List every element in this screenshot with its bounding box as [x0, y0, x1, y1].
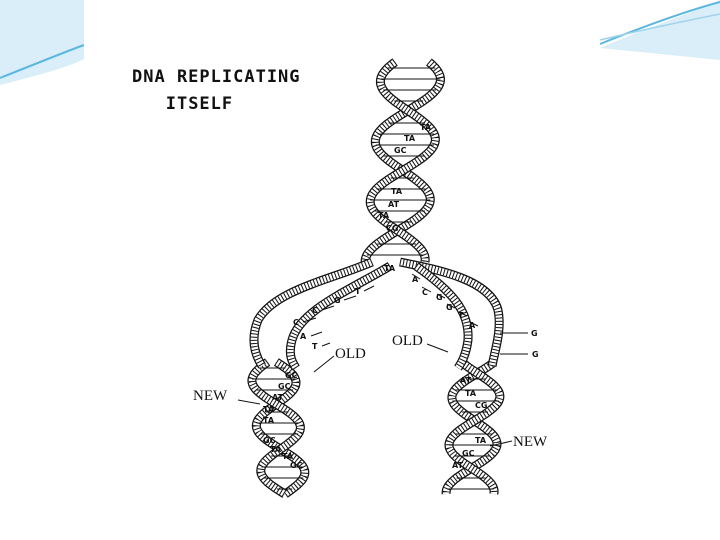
parent-pair-labels: TA TA GC TA AT TA CG TA: [378, 123, 432, 273]
right-daughter-pair-label: TA: [465, 389, 477, 398]
right-fork-base: C: [422, 288, 428, 297]
left-fork-base: C: [293, 318, 299, 327]
right-daughter-pair-label: AT: [452, 461, 464, 470]
base-leader-tick: [363, 285, 375, 292]
base-leader-tick: [321, 342, 331, 347]
left-daughter-pair-label: TA: [263, 416, 275, 425]
left-fork-base: A: [300, 332, 307, 341]
title-line-2: ITSELF: [165, 94, 234, 114]
parent-pair-label: TA: [404, 134, 416, 143]
right-fork-base: G: [436, 293, 443, 302]
right-fork-base: A: [469, 321, 476, 330]
right-fork-bases: A C G G T A G G: [412, 275, 539, 359]
parent-pair-label: GC: [394, 146, 407, 155]
right-daughter-pair-label: GC: [462, 449, 475, 458]
right-daughter-pair-label: CG: [475, 401, 487, 410]
right-daughter-pair-labels: AT TA CG TA GC AT: [452, 376, 487, 470]
base-leader-tick: [343, 295, 357, 301]
diagram-title: DNA REPLICATING ITSELF: [132, 64, 301, 118]
right-daughter-pair-label: TA: [475, 436, 487, 445]
parent-pair-label: CG: [386, 224, 398, 233]
right-fork-base: T: [458, 311, 464, 320]
left-fork-base: T: [355, 287, 361, 296]
old-right-leader: [426, 343, 449, 353]
base-pair-rungs: [252, 67, 528, 490]
dna-figure-panel: [84, 0, 600, 497]
base-leader-tick: [411, 273, 421, 280]
top-right-swoosh-line: [599, 1, 720, 45]
right-daughter-pair-label: AT: [460, 376, 472, 385]
left-daughter-pair-label: TA: [263, 405, 275, 414]
left-daughter-pair-label: TA: [270, 445, 282, 454]
parent-helix: [360, 58, 446, 263]
old-left-leader: [313, 355, 335, 373]
new-left-leader: [237, 399, 261, 405]
strand-labels: OLD OLD NEW NEW: [193, 333, 548, 450]
base-leader-tick: [421, 286, 432, 293]
left-daughter-helix: [247, 358, 310, 498]
strand-hatching: [445, 359, 504, 495]
helix-ribbons: [247, 58, 505, 498]
parent-pair-label: TA: [420, 123, 432, 132]
strand-hatching: [442, 359, 501, 495]
right-daughter-helix: [441, 358, 505, 495]
left-fork-base: G: [334, 296, 341, 305]
left-daughter-pair-labels: GC GC AT TA TA GC TA TA GC: [263, 371, 303, 470]
fork-strand-hatching: [250, 259, 374, 368]
base-leader-tick: [302, 317, 317, 323]
left-fork-base: C: [312, 306, 318, 315]
top-left-swoosh-line: [0, 44, 85, 79]
left-daughter-pair-label: GC: [278, 382, 291, 391]
left-daughter-pair-label: GC: [290, 461, 303, 470]
new-right-leader: [489, 440, 513, 447]
parent-pair-label: TA: [378, 211, 390, 220]
base-leader-tick: [469, 321, 479, 327]
strand-hatching: [248, 359, 304, 497]
left-fork-bases: T G C C A T: [293, 287, 361, 351]
right-fork-base: G: [446, 303, 453, 312]
parent-pair-label: AT: [388, 200, 400, 209]
left-daughter-pair-label: GC: [263, 436, 276, 445]
new-left-label: NEW: [193, 388, 228, 404]
new-right-label: NEW: [513, 434, 548, 450]
top-right-swoosh-line-2: [599, 13, 720, 41]
left-daughter-pair-label: TA: [282, 452, 294, 461]
left-fork-base: T: [312, 342, 318, 351]
fork-strand-hatching: [287, 263, 392, 370]
fork-strand-fill: [414, 263, 472, 370]
base-leader-tick: [436, 293, 446, 299]
parent-pair-label: TA: [384, 264, 396, 273]
fork-strand-hatching: [399, 258, 503, 367]
right-fork-base: G: [531, 329, 538, 338]
strand-hatching: [366, 59, 439, 263]
left-daughter-pair-label: GC: [285, 371, 298, 380]
replication-fork: [249, 257, 504, 371]
top-right-swoosh: [600, 0, 720, 60]
base-leader-tick: [321, 305, 335, 311]
base-leader-tick: [310, 331, 323, 337]
base-leader-tick: [458, 311, 468, 317]
base-leader-tick: [446, 303, 456, 309]
old-left-label: OLD: [335, 346, 366, 362]
left-daughter-pair-label: AT: [272, 393, 284, 402]
right-fork-base: G: [532, 350, 539, 359]
parent-pair-label: TA: [391, 187, 403, 196]
title-line-1: DNA REPLICATING: [132, 67, 301, 87]
top-left-swoosh: [0, 0, 92, 85]
strand-fill: [253, 359, 309, 497]
old-right-label: OLD: [392, 333, 423, 349]
right-fork-base: A: [412, 275, 419, 284]
